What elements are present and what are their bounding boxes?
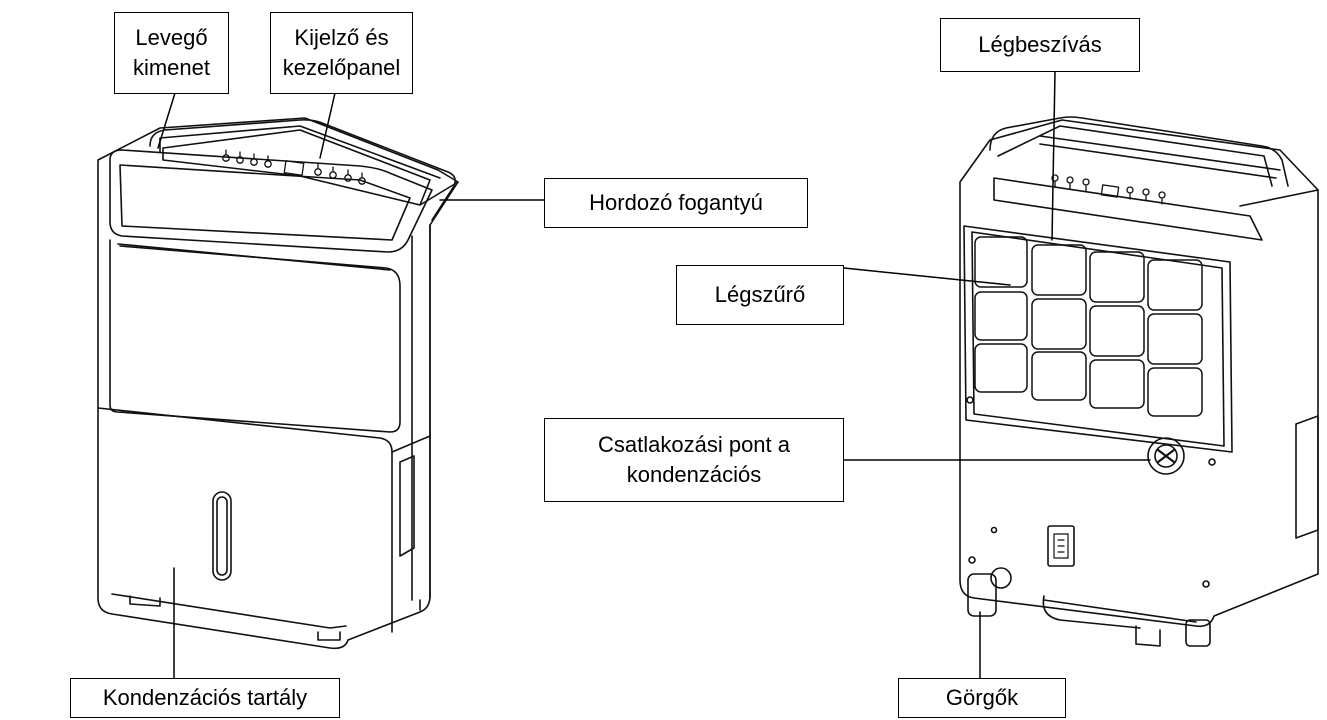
label-air-intake: Légbeszívás: [940, 18, 1140, 72]
label-wheels: Görgők: [898, 678, 1066, 718]
front-view-dehumidifier: [97, 117, 459, 650]
label-air-filter: Légszűrő: [676, 265, 844, 325]
back-view-dehumidifier: [959, 116, 1319, 647]
callout-lines: [157, 71, 1151, 679]
label-carry-handle: Hordozó fogantyú: [544, 178, 808, 228]
label-air-outlet: Levegő kimenet: [114, 12, 229, 94]
label-drain-connection: Csatlakozási pont a kondenzációs: [544, 418, 844, 502]
label-display-panel: Kijelző és kezelőpanel: [270, 12, 413, 94]
label-water-tank: Kondenzációs tartály: [70, 678, 340, 718]
